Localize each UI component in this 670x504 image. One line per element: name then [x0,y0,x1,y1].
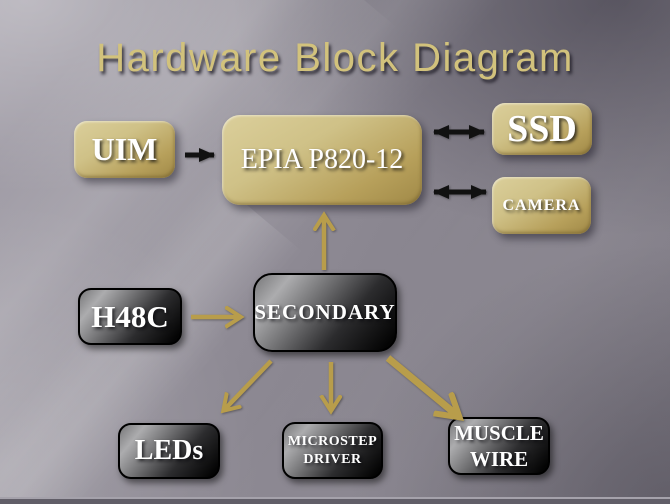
microstep-label-line2: DRIVER [303,451,362,467]
muscle-label-line1: MUSCLE [454,420,544,445]
block-muscle-wire: MUSCLE WIRE [448,417,550,475]
block-epia: EPIA P820-12 [222,115,422,205]
arrow-secondary-to-muscle-wire [385,355,458,416]
ssd-label: SSD [507,108,577,150]
block-microstep-driver: MICROSTEP DRIVER [282,422,383,479]
leds-label: LEDs [134,435,204,466]
block-leds: LEDs [118,423,220,479]
block-secondary: SECONDARY [253,273,397,352]
uim-label: UIM [91,131,158,167]
microstep-label-line1: MICROSTEP [287,434,378,449]
camera-label: CAMERA [502,196,581,214]
arrow-secondary-to-leds [224,359,273,410]
page-title: Hardware Block Diagram [96,36,574,80]
bottom-edge-bar [0,497,670,504]
epia-label: EPIA P820-12 [240,144,404,175]
secondary-label: SECONDARY [254,300,396,324]
h48c-label: H48C [91,298,169,334]
block-camera: CAMERA [492,177,591,234]
block-ssd: SSD [492,103,592,155]
block-uim: UIM [74,121,175,178]
muscle-label-line2: WIRE [469,447,529,471]
block-h48c: H48C [78,288,182,345]
